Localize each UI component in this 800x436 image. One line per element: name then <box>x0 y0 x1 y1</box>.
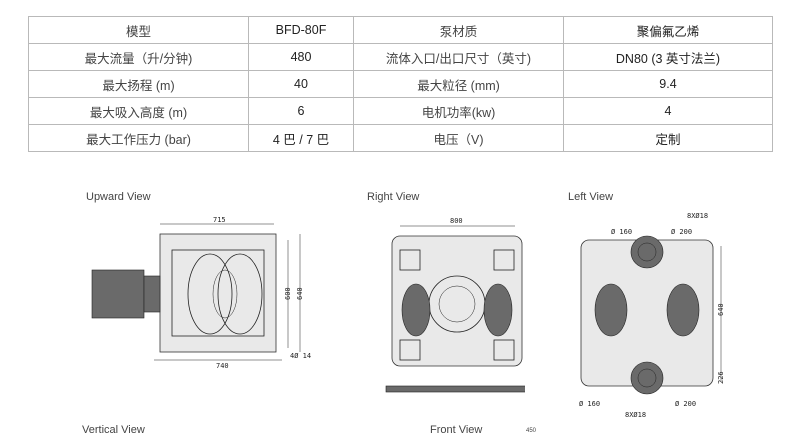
pump-housing <box>391 235 523 367</box>
diaphragm-chambers <box>187 253 263 335</box>
left-view-drawing: 8XØ18 Ø 160 Ø 200 640 226 Ø 160 8XØ18 Ø … <box>579 212 725 419</box>
spec-label-cell: 最大流量（升/分钟) <box>28 43 249 71</box>
bottom-flange <box>630 361 664 395</box>
dim-left-h226: 226 <box>717 371 725 384</box>
dim-left-bolt-top: 8XØ18 <box>687 212 708 220</box>
dim-left-h640: 640 <box>717 303 725 316</box>
right-chamber <box>666 283 700 337</box>
spec-value-cell: DN80 (3 英寸法兰) <box>563 43 773 71</box>
spec-value-cell: 4 <box>563 97 773 125</box>
right-view-drawing: 800 <box>385 217 525 393</box>
dim-right-top: 800 <box>450 217 463 225</box>
upward-view-label: Upward View <box>86 191 151 203</box>
spec-value-cell: 6 <box>248 97 354 125</box>
left-chamber <box>594 283 628 337</box>
dim-upward-h2: 640 <box>296 287 304 300</box>
motor <box>91 269 145 319</box>
spec-value-cell: 4 巴 / 7 巴 <box>248 124 354 152</box>
dim-left-d200-bot: Ø 200 <box>675 400 696 408</box>
left-chamber <box>401 283 431 337</box>
dim-upward-top: 715 <box>213 216 226 224</box>
spec-value-cell: BFD-80F <box>248 16 354 44</box>
spec-label-cell: 电机功率(kw) <box>353 97 564 125</box>
front-view-label: Front View <box>430 424 483 436</box>
left-view-label: Left View <box>568 191 614 203</box>
spec-label-cell: 最大扬程 (m) <box>28 70 249 98</box>
spec-value-cell: 定制 <box>563 124 773 152</box>
upward-view-drawing: 715 600 640 4Ø 14 740 <box>91 216 311 370</box>
pump-body <box>171 249 265 337</box>
spec-label-cell: 最大粒径 (mm) <box>353 70 564 98</box>
right-view-label: Right View <box>367 191 420 203</box>
spec-value-cell: 9.4 <box>563 70 773 98</box>
base-plate <box>385 385 525 393</box>
spec-label-cell: 流体入口/出口尺寸（英寸) <box>353 43 564 71</box>
spec-row: 最大工作压力 (bar)4 巴 / 7 巴电压（V)定制 <box>28 124 773 152</box>
dim-left-bolt-bot: 8XØ18 <box>625 411 646 419</box>
spec-label-cell: 电压（V) <box>353 124 564 152</box>
spec-label-cell: 模型 <box>28 16 249 44</box>
top-flange <box>630 235 664 269</box>
spec-label-cell: 泵材质 <box>353 16 564 44</box>
dim-upward-bottom: 740 <box>216 362 229 370</box>
dim-left-d200-top: Ø 200 <box>671 228 692 236</box>
spec-value-cell: 480 <box>248 43 354 71</box>
spec-label-cell: 最大工作压力 (bar) <box>28 124 249 152</box>
dim-left-d160-top: Ø 160 <box>611 228 632 236</box>
right-chamber <box>483 283 513 337</box>
vertical-view-label: Vertical View <box>82 424 145 436</box>
dim-upward-bolt: 4Ø 14 <box>290 352 311 360</box>
dim-upward-h1: 600 <box>284 287 292 300</box>
spec-value-cell: 40 <box>248 70 354 98</box>
dim-left-d160-bot: Ø 160 <box>579 400 600 408</box>
front-view-partial-dim: 450 <box>526 428 537 434</box>
motor-coupling <box>143 275 161 313</box>
spec-value-cell: 聚偏氟乙烯 <box>563 16 773 44</box>
spec-label-cell: 最大吸入高度 (m) <box>28 97 249 125</box>
